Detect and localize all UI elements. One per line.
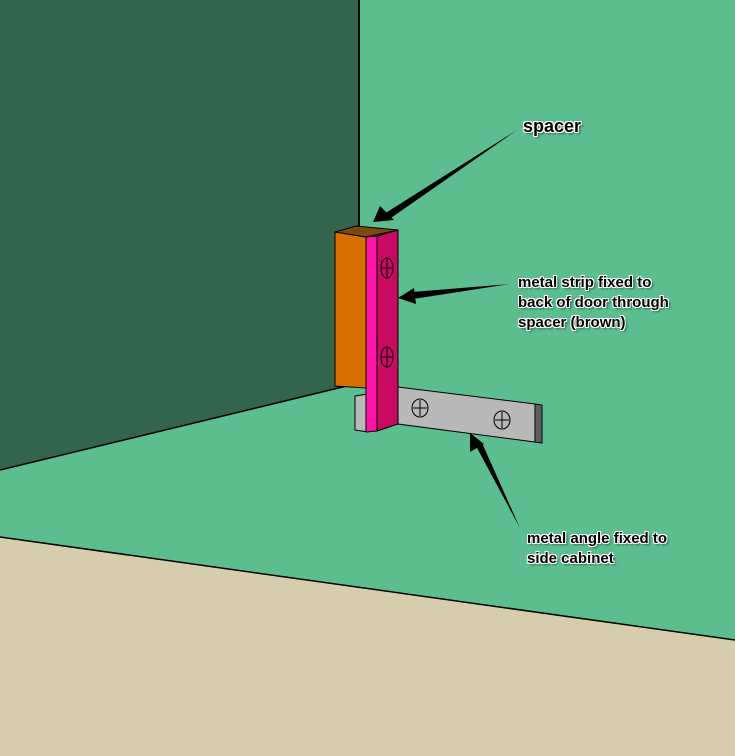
metal-strip-label: metal strip fixed to back of door throug… [518,274,669,331]
spacer-label: spacer [523,116,582,136]
screw-icon [380,346,394,368]
arrow-to-spacer [373,130,517,222]
arrow-to-metal-angle [470,433,520,528]
arrow-to-metal-strip [398,284,510,304]
spacer-block [334,231,367,389]
door-panel [0,0,359,470]
metal-angle-label: metal angle fixed to side cabinet [527,530,668,567]
floor-edge [0,536,735,641]
screw-icon [380,257,394,279]
wall-edge [0,382,360,471]
metal-strip-side [365,235,378,433]
metal-angle-end [534,403,543,444]
screw-icon [411,398,429,418]
screw-icon [493,410,511,430]
metal-strip-front [376,229,399,432]
